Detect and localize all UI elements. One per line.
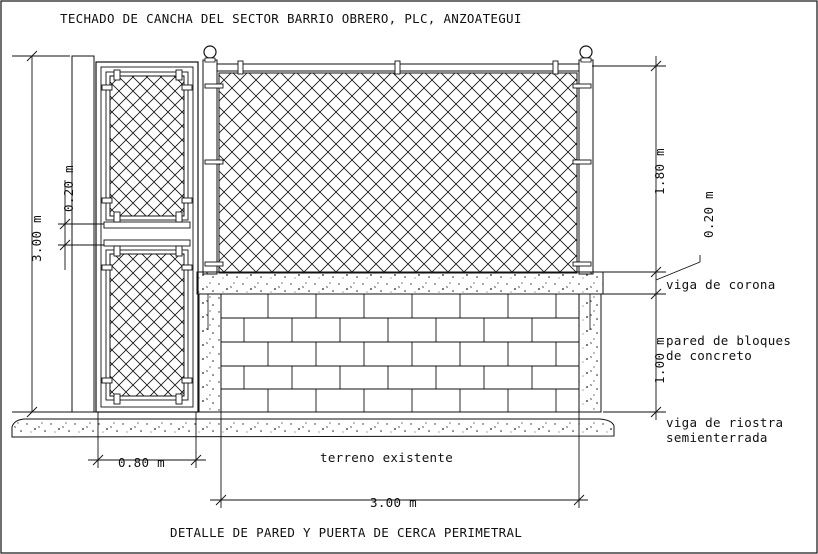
drawing-title: TECHADO DE CANCHA DEL SECTOR BARRIO OBRE… [60, 11, 522, 26]
label-wall-line2: de concreto [666, 348, 752, 363]
label-crown-beam: viga de corona [666, 277, 776, 292]
ground-slab [11, 418, 615, 438]
label-tie-beam-line1: viga de riostra [666, 415, 783, 430]
dim-door-gap: 0.20 m [61, 165, 76, 212]
gate-door [95, 61, 199, 413]
dim-fence-height: 1.80 m [652, 148, 667, 195]
label-ground: terreno existente [320, 450, 453, 465]
dim-wall-height: 1.00 m [652, 337, 667, 384]
label-tie-beam-line2: semienterrada [666, 430, 768, 445]
drawing-caption: DETALLE DE PARED Y PUERTA DE CERCA PERIM… [170, 525, 522, 540]
dim-beam-height: 0.20 m [701, 191, 716, 238]
fence-panel [202, 45, 594, 275]
crown-beam [196, 271, 604, 295]
label-wall-line1: pared de bloques [666, 333, 791, 348]
wall-column-left [198, 293, 222, 413]
dim-door-width: 0.80 m [118, 455, 165, 470]
dimension-lines [12, 50, 701, 508]
door-jamb [71, 55, 95, 413]
dim-panel-width: 3.00 m [370, 495, 417, 510]
block-wall [220, 293, 580, 413]
dim-total-height: 3.00 m [29, 215, 44, 262]
